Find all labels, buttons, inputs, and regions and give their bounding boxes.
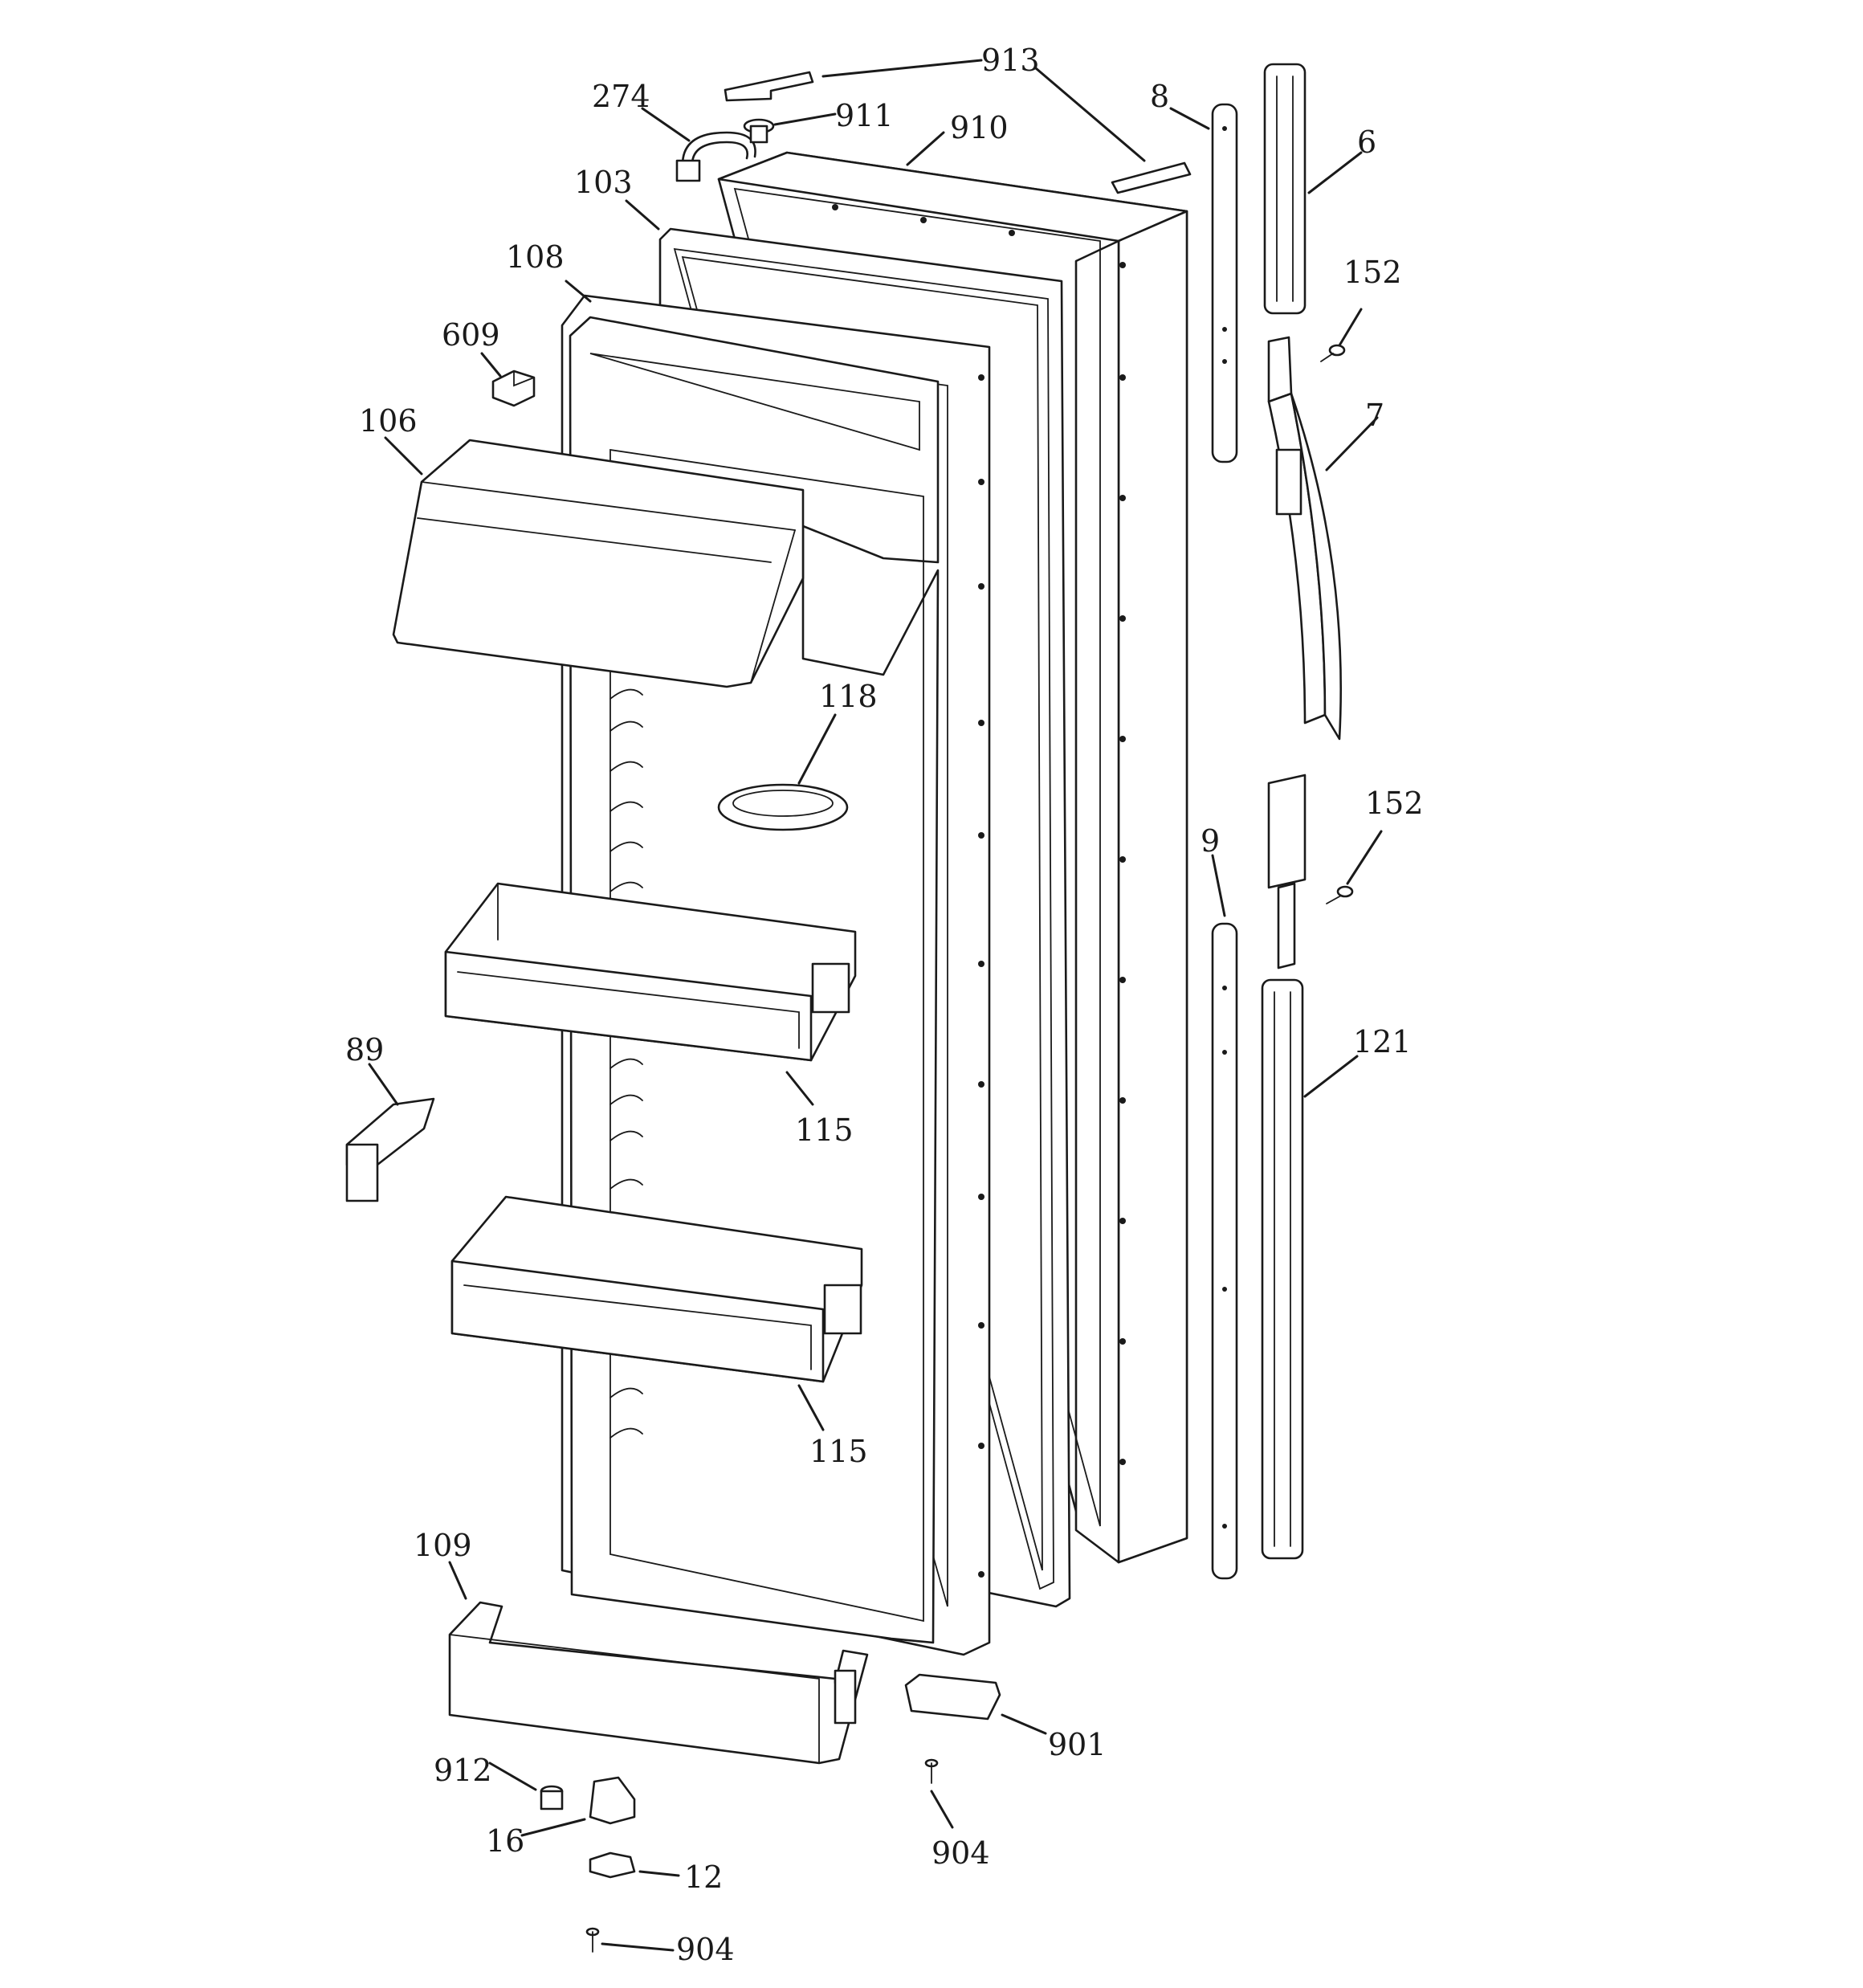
- callout-89: 89: [345, 1032, 384, 1067]
- part-913-strips: [724, 71, 1192, 194]
- part-12-shim: [589, 1851, 636, 1879]
- part-121-lower-cap: [1261, 978, 1304, 1560]
- callout-labels: 913 274 911 910 8 6 103 108 152 609 7 10…: [345, 43, 1424, 1967]
- callout-115-lower: 115: [809, 1434, 868, 1469]
- part-6-end-cap: [1263, 63, 1307, 315]
- shelf-clips: [609, 688, 643, 1439]
- callout-108: 108: [506, 239, 565, 275]
- callout-8: 8: [1150, 79, 1169, 114]
- callout-103: 103: [574, 165, 633, 200]
- callout-9: 9: [1201, 823, 1220, 859]
- callout-121: 121: [1353, 1024, 1412, 1059]
- callout-7: 7: [1365, 398, 1384, 433]
- callout-901: 901: [1048, 1727, 1107, 1762]
- callout-609: 609: [442, 317, 500, 353]
- part-274-harness: [675, 131, 756, 182]
- callout-115-upper: 115: [795, 1112, 854, 1148]
- part-118-egg-tray: [717, 783, 849, 831]
- part-109-bottom-bin: [448, 1601, 869, 1765]
- callout-16: 16: [486, 1823, 524, 1859]
- callout-152-upper: 152: [1343, 255, 1402, 290]
- part-609-switch: [491, 369, 536, 407]
- part-9-trim-lower: [1211, 922, 1238, 1580]
- callout-152-lower: 152: [1365, 786, 1424, 821]
- callout-106: 106: [359, 403, 418, 439]
- part-7-handle: [1267, 336, 1343, 970]
- part-912-bushing: [540, 1785, 564, 1810]
- callout-904-right: 904: [932, 1835, 990, 1871]
- callout-913: 913: [981, 43, 1040, 78]
- callout-910: 910: [950, 110, 1009, 145]
- part-904-screws: [585, 1758, 939, 1953]
- callout-904-bottom: 904: [676, 1932, 735, 1967]
- callout-12: 12: [684, 1859, 723, 1895]
- part-106-dairy-cover: [392, 439, 805, 688]
- callout-912: 912: [434, 1753, 492, 1788]
- callout-109: 109: [414, 1528, 472, 1563]
- part-8-trim-upper: [1211, 103, 1238, 463]
- part-901-hinge-cover: [904, 1673, 1001, 1721]
- callout-118: 118: [819, 679, 878, 714]
- callout-274: 274: [592, 79, 650, 114]
- liner-holes: [978, 374, 984, 1578]
- part-911-plug: [743, 118, 775, 144]
- part-89-light-cover: [345, 1097, 435, 1202]
- part-152-screws: [1320, 344, 1354, 904]
- part-115-door-bin-upper: [444, 882, 857, 1062]
- door-holes: [832, 204, 1126, 1465]
- leader-lines: [368, 59, 1383, 1952]
- callout-6: 6: [1357, 125, 1376, 160]
- part-115-door-bin-lower: [450, 1195, 863, 1383]
- part-16-hinge: [589, 1776, 636, 1825]
- callout-911: 911: [835, 98, 894, 133]
